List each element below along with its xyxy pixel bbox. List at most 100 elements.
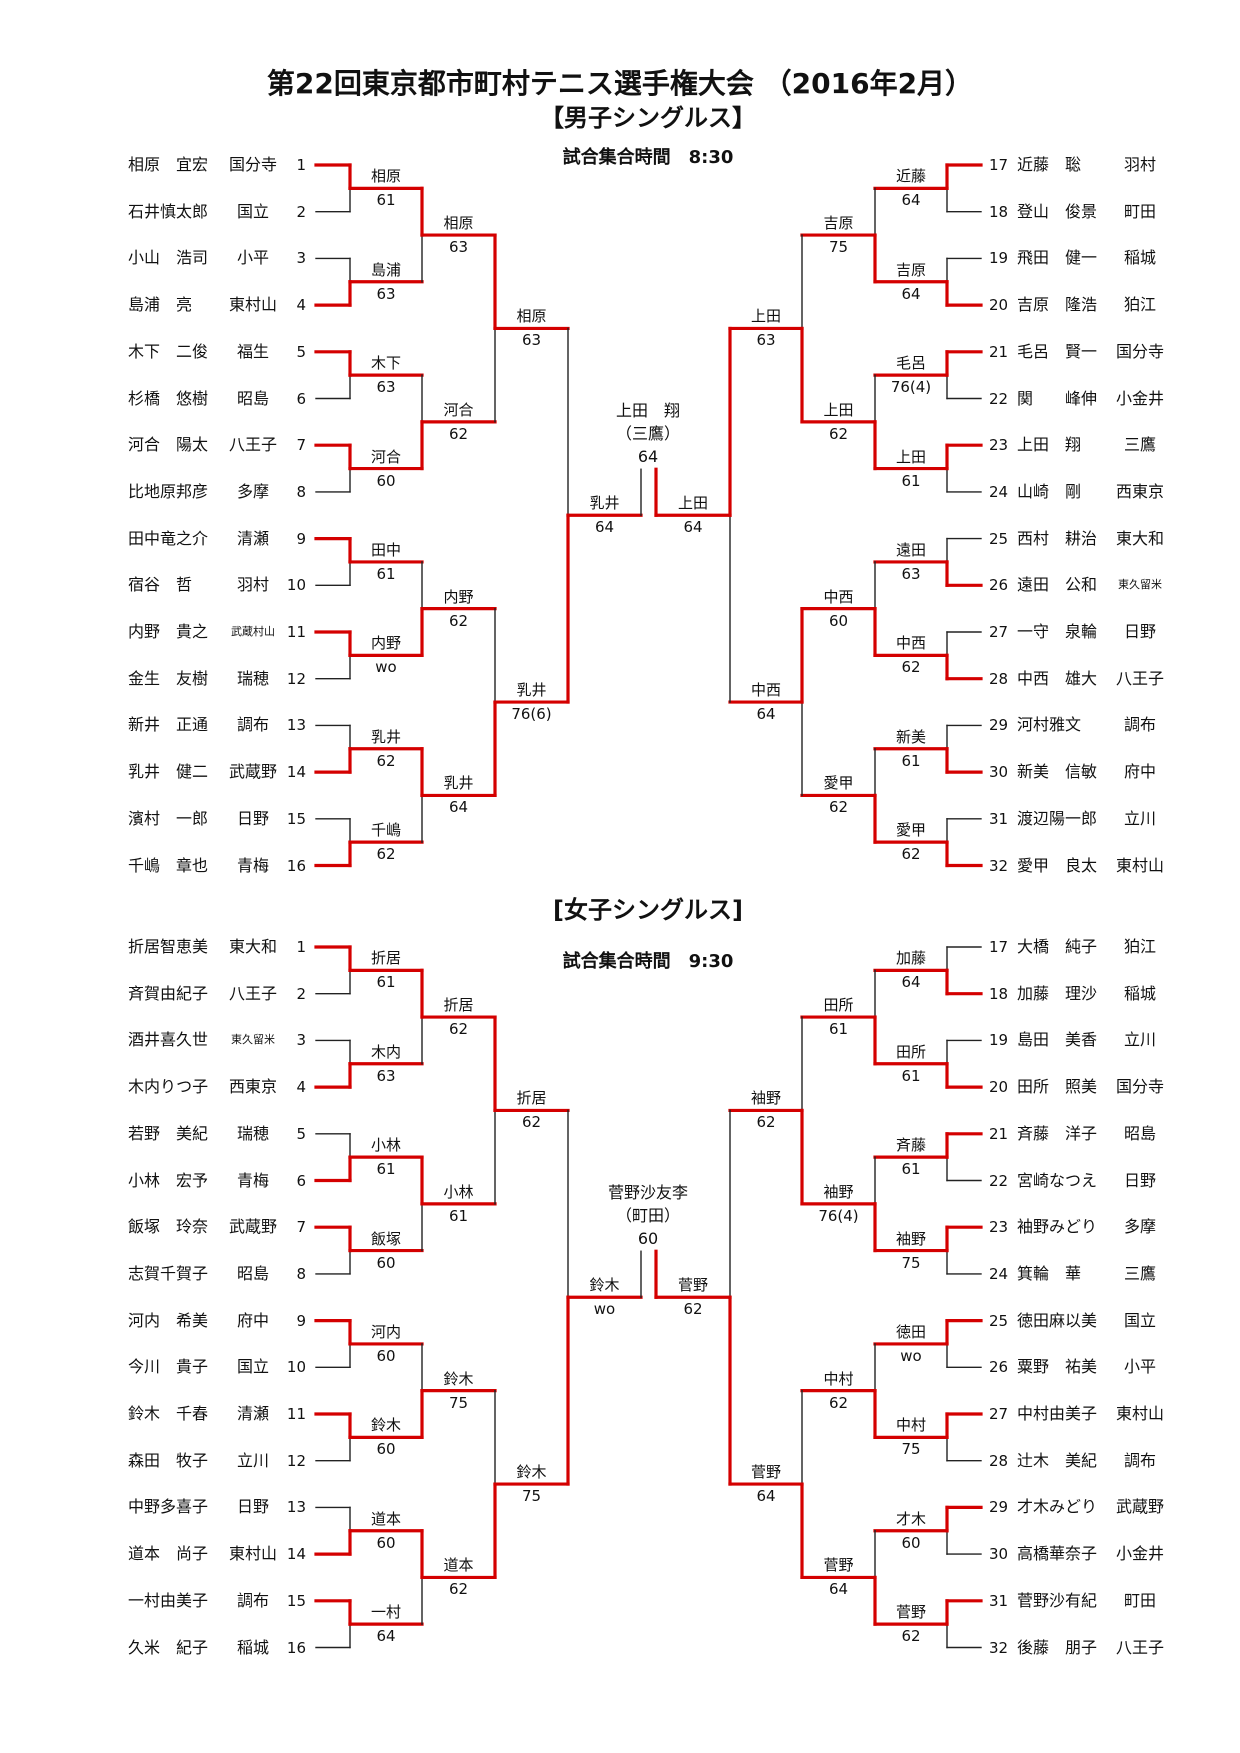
match-winner-name: 田中 xyxy=(370,540,401,559)
player-town: 青梅 xyxy=(236,1170,269,1190)
player-seed: 26 xyxy=(989,576,1009,595)
player-seed: 2 xyxy=(296,984,306,1003)
player-name: 中野多喜子 xyxy=(128,1497,209,1517)
player-name: 渡辺陽一郎 xyxy=(1017,808,1098,828)
player-seed: 12 xyxy=(286,1451,306,1470)
player-name: 島田 美香 xyxy=(1017,1030,1098,1050)
player-seed: 18 xyxy=(989,984,1009,1003)
player-seed: 7 xyxy=(296,436,306,455)
player-seed: 30 xyxy=(989,1545,1009,1564)
match-winner-name: 道本 xyxy=(370,1509,401,1528)
player-town: 国分寺 xyxy=(1115,1077,1164,1097)
match-score: 62 xyxy=(448,424,469,443)
match-winner-name: 小林 xyxy=(370,1136,401,1155)
player-town: 八王子 xyxy=(1115,668,1164,688)
player-name: 箕輪 華 xyxy=(1017,1263,1082,1283)
match-score: 63 xyxy=(376,378,396,397)
page-title: 第22回東京都市町村テニス選手権大会 （2016年2月） xyxy=(266,67,974,100)
match-winner-name: 上田 xyxy=(823,400,854,419)
match-winner-name: 徳田 xyxy=(895,1322,926,1341)
match-winner-name: 菅野 xyxy=(895,1603,926,1622)
player-town: 武蔵村山 xyxy=(231,625,275,638)
player-town: 三鷹 xyxy=(1123,1263,1156,1283)
player-town: 調布 xyxy=(1123,1450,1156,1470)
player-town: 日野 xyxy=(1123,1170,1156,1190)
player-town: 国立 xyxy=(236,1357,269,1377)
player-town: 日野 xyxy=(236,808,269,828)
player-town: 東村山 xyxy=(228,295,277,315)
player-name: 一守 泉輪 xyxy=(1017,622,1098,641)
player-name: 中村由美子 xyxy=(1017,1404,1098,1423)
match-winner-name: 小林 xyxy=(443,1182,474,1201)
player-seed: 21 xyxy=(989,1124,1009,1143)
match-winner-name: 愛甲 xyxy=(895,821,926,840)
match-winner-name: 新美 xyxy=(895,727,926,746)
player-seed: 7 xyxy=(296,1218,306,1237)
match-score: 75 xyxy=(901,1253,921,1272)
player-town: 東村山 xyxy=(1115,855,1164,875)
match-score: 64 xyxy=(828,1580,849,1599)
match-winner-name: 袖野 xyxy=(823,1182,854,1201)
player-name: 石井慎太郎 xyxy=(128,201,209,221)
player-town: 羽村 xyxy=(236,575,269,595)
match-score: 60 xyxy=(376,1253,396,1272)
match-winner-name: 吉原 xyxy=(895,260,926,279)
player-seed: 14 xyxy=(286,763,306,782)
player-town: 清瀬 xyxy=(236,1404,269,1423)
player-seed: 22 xyxy=(989,389,1009,408)
player-town: 多摩 xyxy=(236,481,269,501)
match-score: 60 xyxy=(828,611,849,630)
player-seed: 4 xyxy=(296,296,306,315)
match-score: 60 xyxy=(376,471,396,490)
player-name: 乳井 健二 xyxy=(128,762,209,782)
player-seed: 19 xyxy=(989,249,1009,268)
player-name: 濱村 一郎 xyxy=(128,808,209,828)
player-town: 立川 xyxy=(1123,1030,1156,1050)
match-score: 62 xyxy=(756,1113,776,1132)
player-seed: 11 xyxy=(286,623,306,641)
match-winner-name: 折居 xyxy=(443,996,474,1015)
player-name: 木内りつ子 xyxy=(128,1077,209,1097)
match-winner-name: 鈴木 xyxy=(516,1463,547,1482)
match-score: 61 xyxy=(376,973,396,992)
player-town: 国立 xyxy=(1123,1310,1156,1330)
match-score: 64 xyxy=(901,191,921,210)
player-name: 袖野みどり xyxy=(1017,1217,1098,1237)
match-score: 64 xyxy=(901,973,921,992)
champion-final-score: 60 xyxy=(637,1229,659,1249)
player-town: 府中 xyxy=(236,1310,269,1330)
player-seed: 5 xyxy=(296,1124,306,1143)
player-town: 三鷹 xyxy=(1123,435,1156,455)
match-score: 62 xyxy=(901,1627,921,1646)
match-score: 62 xyxy=(828,424,849,443)
match-winner-name: 遠田 xyxy=(895,540,926,559)
player-name: 宿谷 哲 xyxy=(128,575,193,595)
player-town: 多摩 xyxy=(1123,1217,1156,1237)
player-town: 武蔵野 xyxy=(228,1217,277,1237)
match-winner-name: 内野 xyxy=(443,587,474,606)
player-name: 高橋華奈子 xyxy=(1017,1544,1098,1564)
match-score: wo xyxy=(900,1346,922,1365)
men-assembly-time: 試合集合時間 8:30 xyxy=(562,147,734,168)
player-seed: 8 xyxy=(296,1264,306,1283)
player-name: 菅野沙有紀 xyxy=(1017,1590,1098,1610)
player-town: 東村山 xyxy=(1115,1404,1164,1423)
player-seed: 29 xyxy=(989,716,1009,735)
champion-town: （三鷹） xyxy=(615,424,680,444)
player-seed: 6 xyxy=(296,389,306,408)
player-name: 内野 貴之 xyxy=(128,622,209,641)
player-name: 新井 正通 xyxy=(128,715,209,735)
match-winner-name: 鈴木 xyxy=(370,1416,401,1435)
match-winner-name: 河合 xyxy=(443,400,474,419)
match-score: 62 xyxy=(448,1020,469,1039)
player-name: 木下 二俊 xyxy=(128,341,209,361)
player-town: 立川 xyxy=(1123,808,1156,828)
player-seed: 10 xyxy=(286,576,306,595)
player-name: 加藤 理沙 xyxy=(1017,983,1098,1003)
player-name: 粟野 祐美 xyxy=(1017,1357,1098,1377)
player-town: 日野 xyxy=(236,1497,269,1517)
match-score: 62 xyxy=(448,1580,469,1599)
player-town: 国立 xyxy=(236,201,269,221)
match-score: 61 xyxy=(901,1066,921,1085)
player-town: 清瀬 xyxy=(236,528,269,548)
